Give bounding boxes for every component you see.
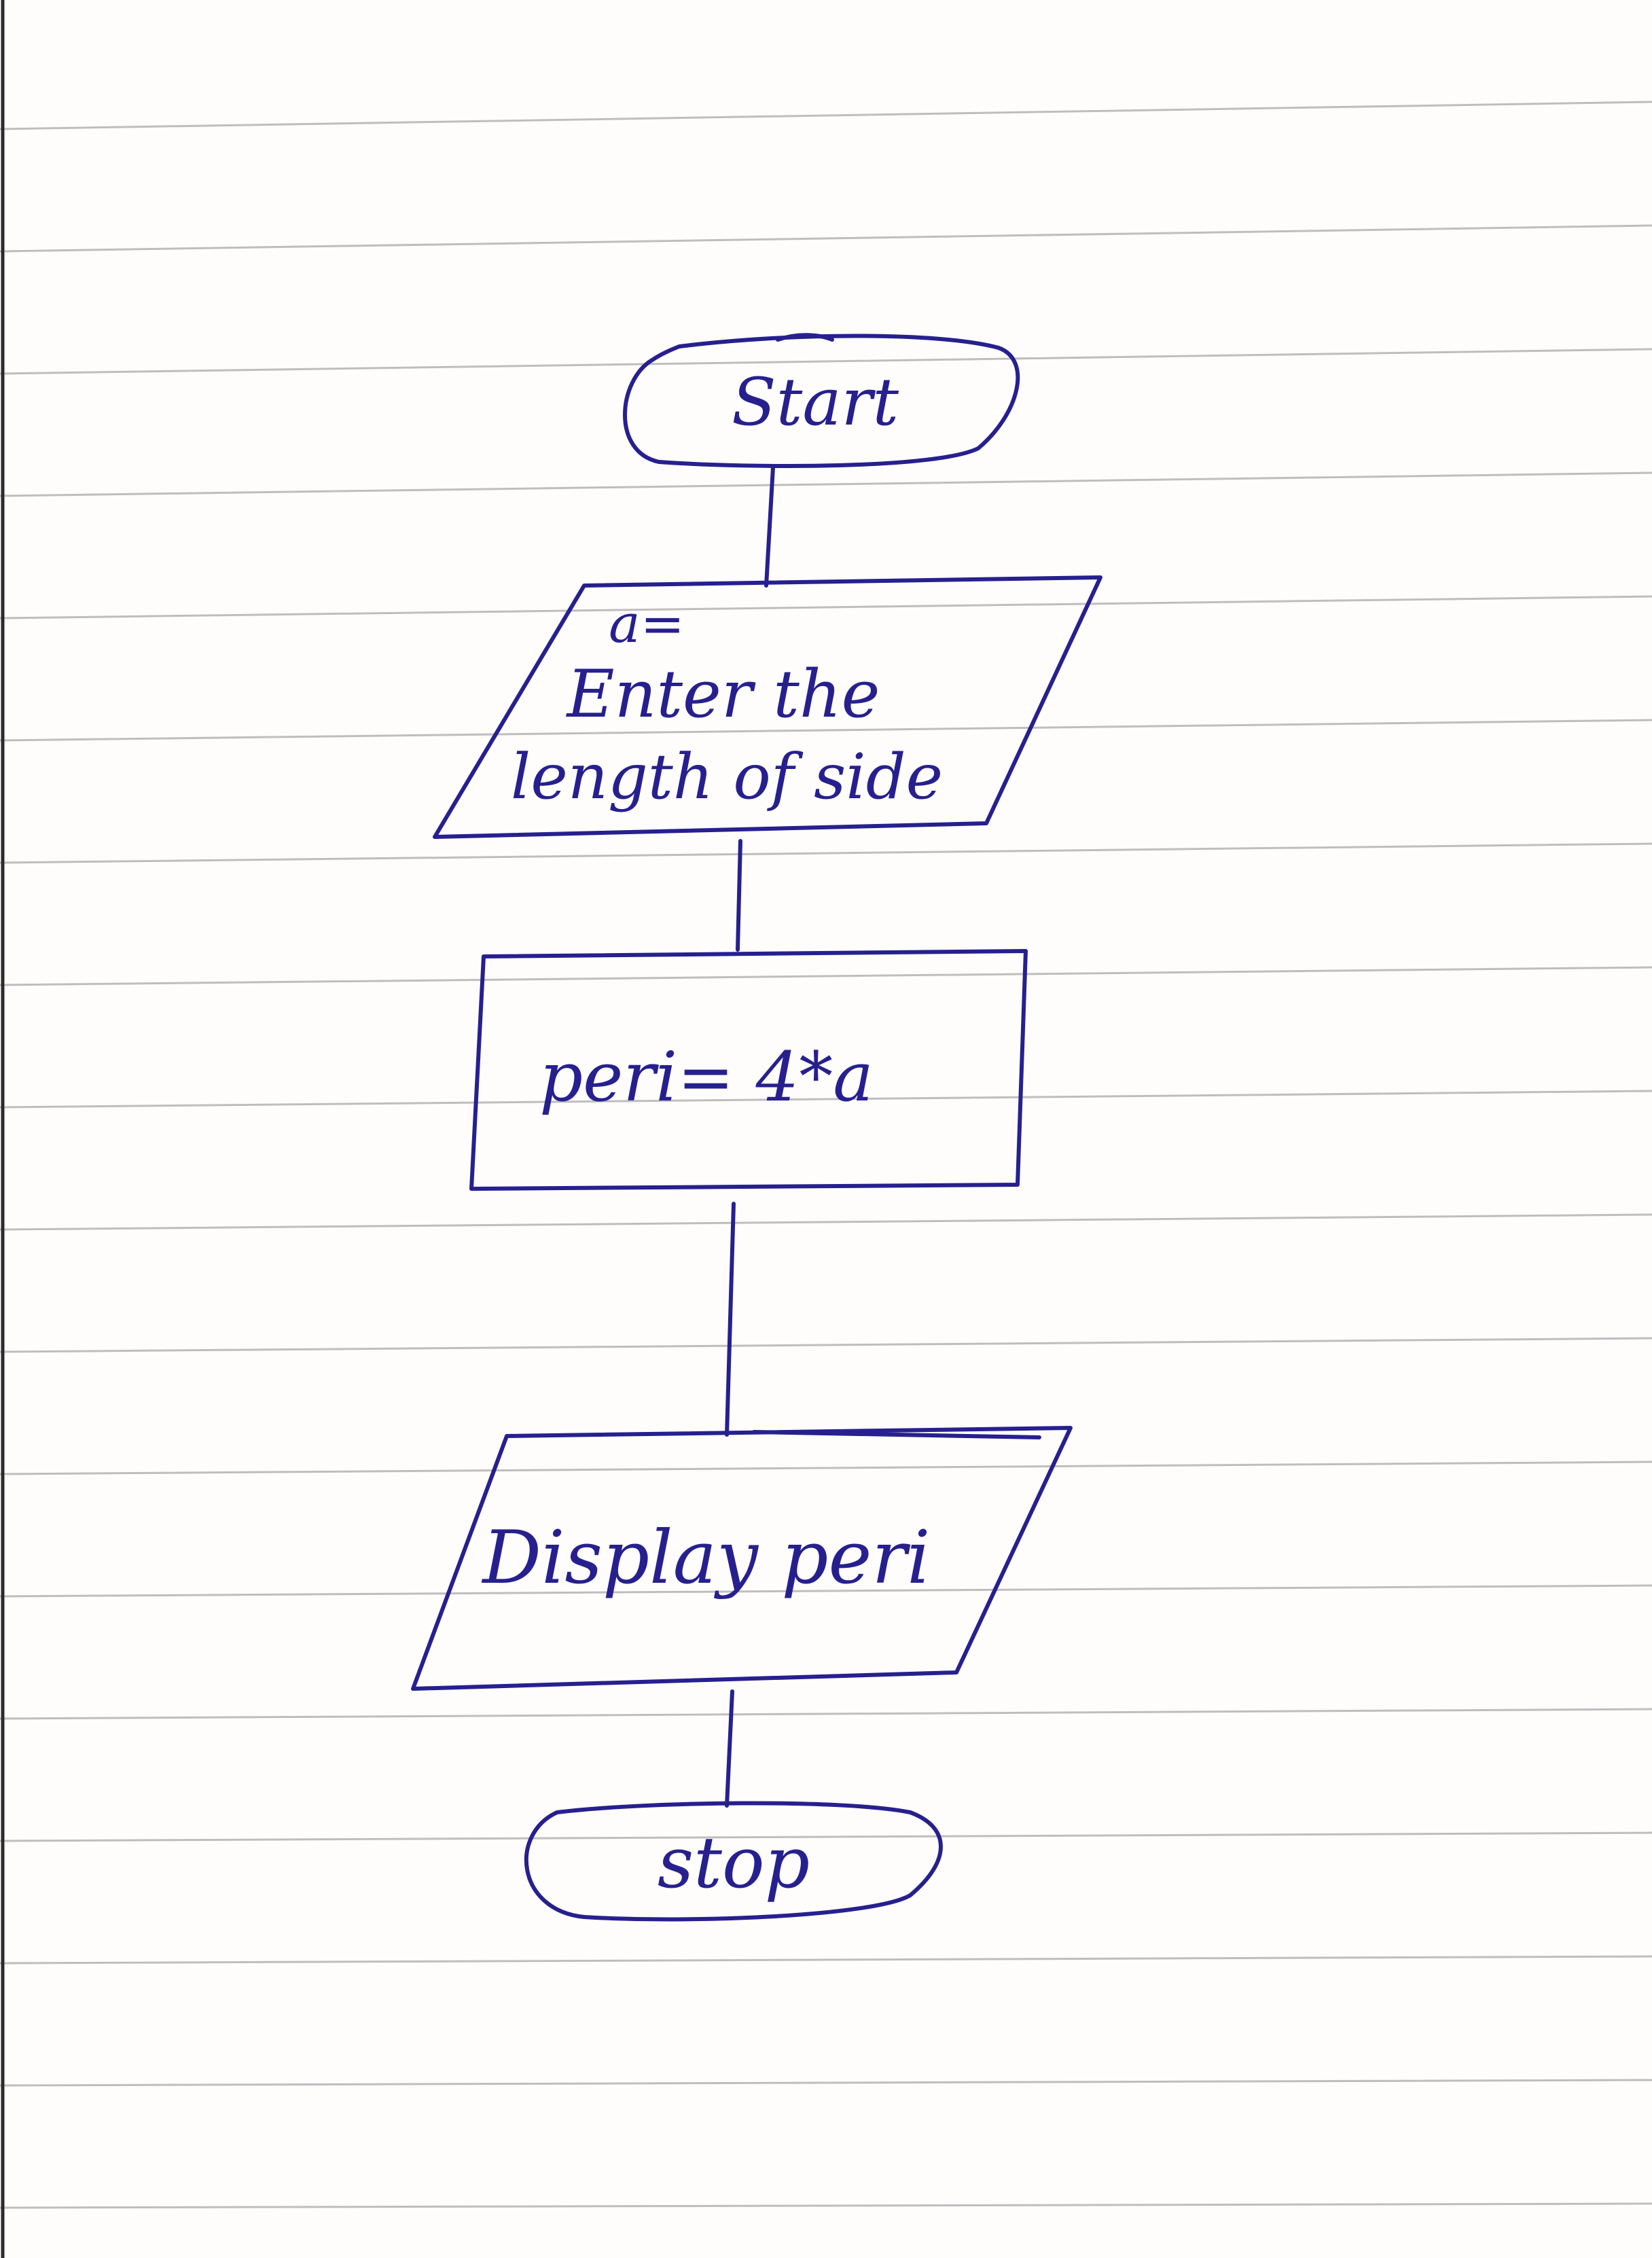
ruled-line	[0, 1460, 1652, 1475]
connector-input-process	[736, 839, 742, 952]
ruled-line	[0, 842, 1652, 864]
ruled-line	[0, 1955, 1652, 1965]
ruled-line	[0, 2079, 1652, 2087]
output-label: Display peri	[481, 1516, 930, 1600]
connectors	[725, 465, 775, 1808]
ruled-line	[0, 2202, 1652, 2209]
ruled-line	[0, 1213, 1652, 1231]
input-shape	[433, 575, 1102, 839]
ruled-line	[0, 966, 1652, 986]
input-variable: a=	[609, 594, 685, 655]
ruled-line	[0, 1831, 1652, 1842]
stop-oval-shape	[524, 1801, 943, 1922]
ruled-lines	[0, 101, 1652, 2209]
connector-output-stop	[725, 1689, 734, 1808]
ruled-line	[0, 1090, 1652, 1109]
start-label: Start	[732, 364, 899, 440]
output-top-overline	[752, 1430, 1041, 1439]
output-shape	[411, 1426, 1073, 1691]
start-oval-shape	[623, 334, 1020, 468]
input-line-2: length of side	[511, 740, 943, 813]
output-parallelogram: Display peri	[411, 1426, 1073, 1691]
stop-terminal: stop	[524, 1801, 943, 1922]
ruled-line	[0, 471, 1652, 497]
ruled-line	[0, 1708, 1652, 1720]
start-terminal: Start	[623, 333, 1020, 468]
input-line-1: Enter the	[566, 656, 880, 732]
ruled-line	[0, 224, 1652, 253]
process-box: peri= 4*a	[469, 949, 1028, 1191]
ruled-line	[0, 1584, 1652, 1598]
ruled-line	[0, 595, 1652, 620]
process-shape	[469, 949, 1028, 1191]
ruled-line	[0, 348, 1652, 375]
ruled-line	[0, 1337, 1652, 1353]
stop-label: stop	[658, 1821, 810, 1904]
start-oval-scribble	[776, 333, 834, 342]
input-parallelogram: a= Enter the length of side	[433, 575, 1102, 839]
connector-start-input	[764, 465, 775, 588]
connector-process-output	[725, 1202, 736, 1437]
process-label: peri= 4*a	[539, 1037, 874, 1117]
ruled-line	[0, 101, 1652, 130]
ruled-line	[0, 719, 1652, 742]
